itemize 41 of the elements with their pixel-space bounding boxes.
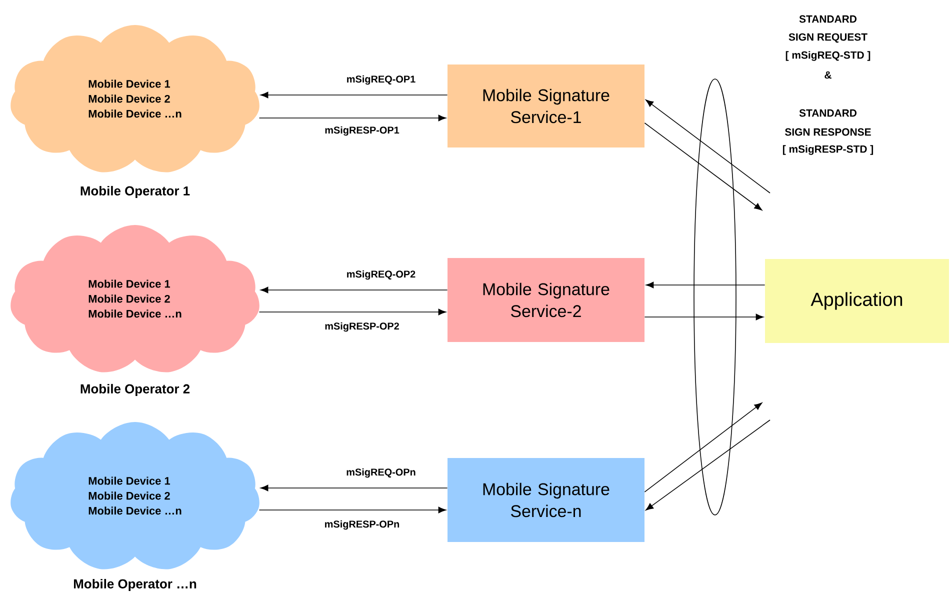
- note-text: [ mSigREQ-STD ]: [786, 51, 870, 61]
- note-text: STANDARD: [799, 15, 856, 23]
- edge-label: mSigRESP-OP2: [324, 321, 400, 333]
- item-text: Mobile Device 1: [88, 80, 170, 88]
- heading: Mobile Operator 2: [80, 384, 190, 396]
- arrow: [646, 420, 770, 510]
- arrow: [260, 484, 448, 492]
- process-box: Mobile Signature Service-n: [448, 458, 644, 542]
- arrow: [644, 402, 762, 492]
- note-text: STANDARD: [799, 109, 856, 117]
- arrow: [644, 314, 764, 320]
- note-text: [ mSigRESP-STD ]: [782, 145, 874, 155]
- edge-label: mSigRESP-OP1: [324, 125, 400, 137]
- item-text: Mobile Device 2: [88, 94, 170, 103]
- heading: Mobile Operator …n: [74, 578, 196, 592]
- arrow: [260, 286, 448, 294]
- note-text: &: [824, 71, 832, 79]
- item-text: Mobile Device 1: [88, 476, 170, 485]
- process-box: Mobile Signature Service-2: [448, 258, 644, 342]
- arrow: [260, 92, 448, 98]
- item-text: Mobile Device …n: [88, 110, 182, 118]
- item-text: Mobile Device 1: [88, 280, 170, 288]
- edge-label: mSigRESP-OPn: [323, 519, 401, 531]
- arrow: [646, 100, 770, 194]
- note-text: SIGN REQUEST: [788, 33, 868, 43]
- process-box: Application: [765, 259, 949, 343]
- edge-label: mSigREQ-OP2: [345, 269, 417, 281]
- edge-label: mSigREQ-OP1: [345, 74, 417, 86]
- heading: Mobile Operator 1: [80, 186, 190, 198]
- edge-label: mSigREQ-OPn: [345, 467, 417, 479]
- item-text: Mobile Device 2: [88, 492, 170, 500]
- arrow: [258, 506, 446, 514]
- arrow: [646, 282, 766, 288]
- process-box: Mobile Signature Service-1: [448, 64, 644, 148]
- arrow: [258, 308, 446, 316]
- item-text: Mobile Device 2: [88, 294, 170, 303]
- item-text: Mobile Device …n: [88, 506, 182, 515]
- arrow: [644, 122, 762, 210]
- item-text: Mobile Device …n: [88, 310, 182, 318]
- note-text: SIGN RESPONSE: [785, 128, 871, 136]
- arrow: [258, 114, 446, 122]
